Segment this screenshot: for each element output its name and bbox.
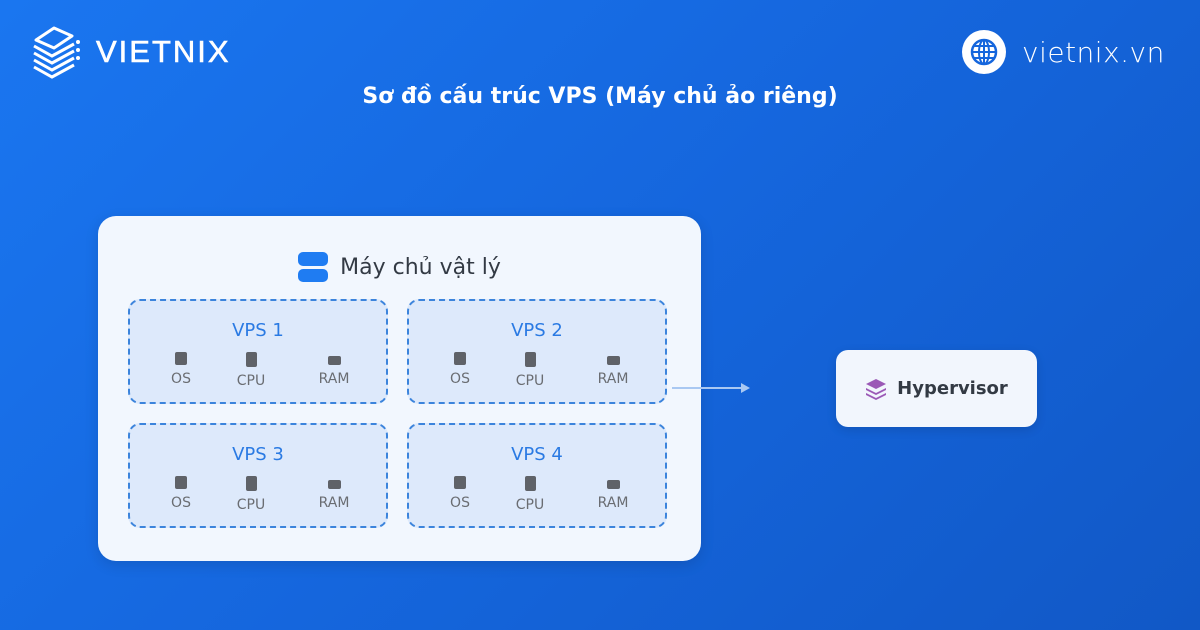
os-icon — [454, 352, 466, 365]
resource-cpu: CPU — [500, 352, 560, 389]
ram-icon — [606, 480, 620, 489]
cpu-icon — [245, 476, 257, 491]
physical-server-title: Máy chủ vật lý — [340, 254, 501, 280]
resource-cpu: CPU — [221, 352, 281, 389]
cpu-icon — [245, 352, 257, 367]
vps-title: VPS 2 — [511, 320, 563, 341]
website-link[interactable]: vietnix.vn — [962, 30, 1165, 74]
resource-os: OS — [430, 352, 490, 387]
resource-ram: RAM — [304, 352, 364, 387]
ram-icon — [327, 356, 341, 365]
resource-ram: RAM — [304, 476, 364, 511]
website-text: vietnix.vn — [1022, 35, 1165, 69]
ram-icon — [606, 356, 620, 365]
hypervisor-label: Hypervisor — [897, 378, 1008, 399]
server-icon — [298, 252, 329, 282]
vps-box-1: VPS 1 OS CPU RAM — [128, 299, 388, 404]
os-icon — [454, 476, 466, 489]
resource-os: OS — [151, 476, 211, 511]
resource-os: OS — [430, 476, 490, 511]
vps-box-4: VPS 4 OS CPU RAM — [407, 423, 667, 528]
connector-arrow — [672, 383, 750, 393]
physical-server-header: Máy chủ vật lý — [98, 252, 701, 282]
resource-ram: RAM — [583, 476, 643, 511]
resource-os: OS — [151, 352, 211, 387]
vps-box-2: VPS 2 OS CPU RAM — [407, 299, 667, 404]
layers-icon — [866, 378, 887, 400]
vps-title: VPS 4 — [511, 444, 563, 465]
resource-cpu: CPU — [500, 476, 560, 513]
resource-cpu: CPU — [221, 476, 281, 513]
server-stack-logo-icon — [33, 26, 80, 79]
hypervisor-box: Hypervisor — [836, 350, 1037, 427]
cpu-icon — [524, 352, 536, 367]
logo-text: VIETNIX — [96, 34, 231, 70]
ram-icon — [327, 480, 341, 489]
globe-icon — [962, 30, 1006, 74]
os-icon — [175, 352, 187, 365]
vps-title: VPS 1 — [232, 320, 284, 341]
os-icon — [175, 476, 187, 489]
diagram-title: Sơ đồ cấu trúc VPS (Máy chủ ảo riêng) — [362, 84, 838, 109]
resource-ram: RAM — [583, 352, 643, 387]
vietnix-logo: VIETNIX — [30, 24, 231, 80]
vps-box-3: VPS 3 OS CPU RAM — [128, 423, 388, 528]
physical-server-card: Máy chủ vật lý VPS 1 OS CPU RAM VPS 2 OS… — [98, 216, 701, 561]
cpu-icon — [524, 476, 536, 491]
vps-title: VPS 3 — [232, 444, 284, 465]
